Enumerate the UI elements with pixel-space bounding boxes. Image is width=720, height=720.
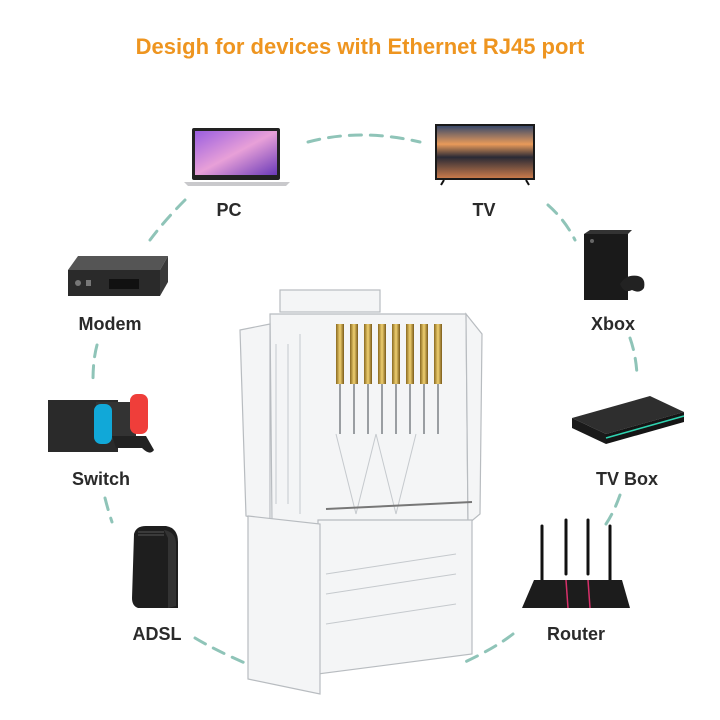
device-label-switch: Switch <box>71 469 130 489</box>
tv-box-icon <box>572 396 685 444</box>
device-label-modem: Modem <box>78 314 142 334</box>
device-label-pc: PC <box>216 200 242 220</box>
device-label-xbox: Xbox <box>590 314 635 334</box>
device-adsl <box>128 524 184 612</box>
device-router <box>518 518 632 614</box>
adsl-modem-icon <box>132 526 178 608</box>
ring-segment-right-lower <box>604 493 622 526</box>
ring-segment-bottom-right <box>463 632 515 664</box>
device-label-tv: TV <box>472 200 496 220</box>
router-icon <box>522 518 630 609</box>
gold-contacts <box>336 324 442 384</box>
rj45-connector-image <box>236 284 486 704</box>
ring-segment-right-upper <box>628 336 639 377</box>
device-label-tvbox: TV Box <box>595 469 658 489</box>
device-xbox <box>582 228 648 300</box>
xbox-icon <box>584 230 645 300</box>
tv-icon <box>435 124 535 186</box>
device-switch <box>44 392 160 456</box>
device-tv <box>434 122 536 186</box>
device-label-router: Router <box>547 624 605 644</box>
ring-segment-bottom-left <box>193 636 247 665</box>
laptop-icon <box>184 128 290 186</box>
ring-segment-top-right <box>546 203 577 242</box>
device-pc <box>182 126 294 188</box>
ring-segment-left-upper <box>91 343 99 382</box>
device-modem <box>64 252 170 304</box>
device-tvbox <box>570 392 686 452</box>
page-title: Desigh for devices with Ethernet RJ45 po… <box>135 34 585 59</box>
device-label-adsl: ADSL <box>132 624 182 644</box>
ring-segment-left-lower <box>103 496 114 524</box>
game-console-icon <box>48 394 154 453</box>
ring-segment-top <box>306 133 422 144</box>
modem-icon <box>68 256 168 296</box>
rj45-connector-icon <box>239 289 483 695</box>
ring-segment-top-left <box>148 198 187 242</box>
